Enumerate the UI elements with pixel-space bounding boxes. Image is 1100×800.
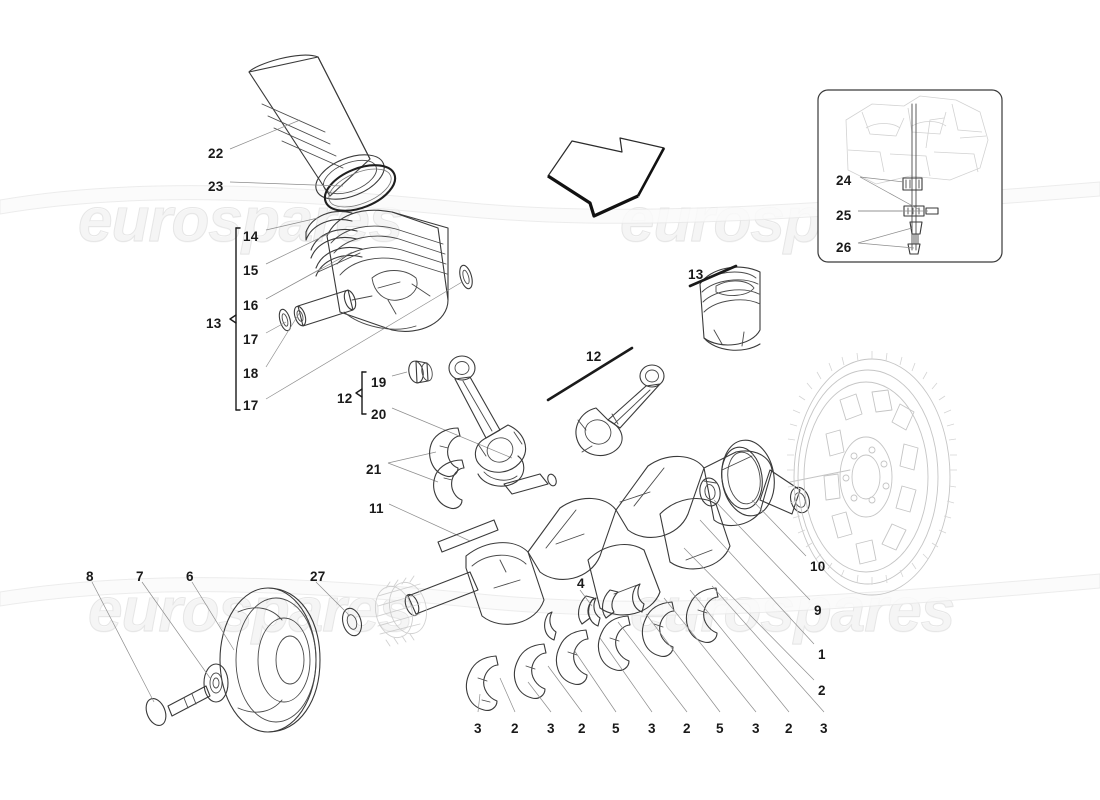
piston-ring-15: [310, 229, 358, 259]
callout-26: 26: [836, 240, 852, 255]
small-end-bush: [408, 360, 433, 384]
callout-13-group: 13: [206, 316, 222, 331]
main-bearing-shells: [466, 583, 719, 711]
bottom-callout-6: 2: [683, 721, 691, 736]
bottom-callout-1: 2: [511, 721, 519, 736]
crankshaft: [404, 450, 811, 625]
callout-27: 27: [310, 569, 326, 584]
callout-20: 20: [371, 407, 387, 422]
piston-right: [699, 266, 761, 351]
piston-ring-16: [315, 247, 363, 277]
callout-24: 24: [836, 173, 852, 188]
gudgeon-pin-circlip-right: [459, 264, 473, 290]
bottom-callout-3: 2: [578, 721, 586, 736]
callout-12-right: 12: [586, 349, 602, 364]
callout-15: 15: [243, 263, 259, 278]
callout-18: 18: [243, 366, 259, 381]
inset-box: [817, 89, 1003, 263]
callout-17-upper: 17: [243, 332, 259, 347]
callout-22: 22: [208, 146, 224, 161]
callout-13-right: 13: [688, 267, 704, 282]
bracket-12-left: [355, 371, 367, 415]
bottom-callout-2: 3: [547, 721, 555, 736]
bottom-callout-10: 3: [820, 721, 828, 736]
callout-19: 19: [371, 375, 387, 390]
callout-7: 7: [136, 569, 144, 584]
gudgeon-pin: [293, 289, 357, 327]
bracket-13-right: [688, 264, 738, 288]
gudgeon-pin-circlip-left: [278, 308, 292, 332]
callout-2: 2: [818, 683, 826, 698]
flywheel: [787, 351, 957, 596]
bottom-callout-5: 3: [648, 721, 656, 736]
pilot-bearing: [699, 477, 721, 507]
callout-17-lower: 17: [243, 398, 259, 413]
callout-14: 14: [243, 229, 259, 244]
leader-lines-bottom: [477, 585, 825, 713]
callout-11: 11: [369, 501, 384, 516]
orientation-arrow: [547, 137, 666, 218]
piston-assembly-group: [278, 209, 473, 332]
callout-10: 10: [810, 559, 826, 574]
crankshaft-key: [437, 519, 499, 553]
liner-o-ring: [323, 164, 397, 212]
pulley-assembly: [145, 587, 363, 733]
connecting-rod-right: [575, 364, 665, 457]
bottom-callout-9: 2: [785, 721, 793, 736]
callout-23: 23: [208, 179, 224, 194]
callout-12-group: 12: [337, 391, 353, 406]
callout-9: 9: [814, 603, 822, 618]
leader-lines-pulley: [91, 581, 351, 703]
cylinder-liner-group: [248, 54, 397, 212]
piston-ring-14: [305, 211, 353, 241]
callout-6: 6: [186, 569, 194, 584]
thrust-washer: [577, 589, 619, 625]
bottom-callout-0: 3: [474, 721, 482, 736]
callout-25: 25: [836, 208, 852, 223]
big-end-bearing-shells: [429, 427, 465, 510]
leader-lines-left: [229, 119, 463, 400]
bracket-12-right: [546, 346, 634, 402]
leader-lines-rod: [387, 371, 513, 542]
connecting-rod-left: [448, 355, 557, 495]
bracket-13: [229, 227, 241, 411]
leader-lines-right: [683, 499, 815, 681]
callout-4: 4: [577, 576, 585, 591]
rear-oil-seal: [721, 439, 775, 517]
callout-21: 21: [366, 462, 382, 477]
callout-16: 16: [243, 298, 259, 313]
bottom-callout-4: 5: [612, 721, 620, 736]
bottom-callout-7: 5: [716, 721, 724, 736]
callout-8: 8: [86, 569, 94, 584]
callout-1: 1: [818, 647, 826, 662]
bottom-callout-8: 3: [752, 721, 760, 736]
timing-gear: [374, 575, 428, 647]
